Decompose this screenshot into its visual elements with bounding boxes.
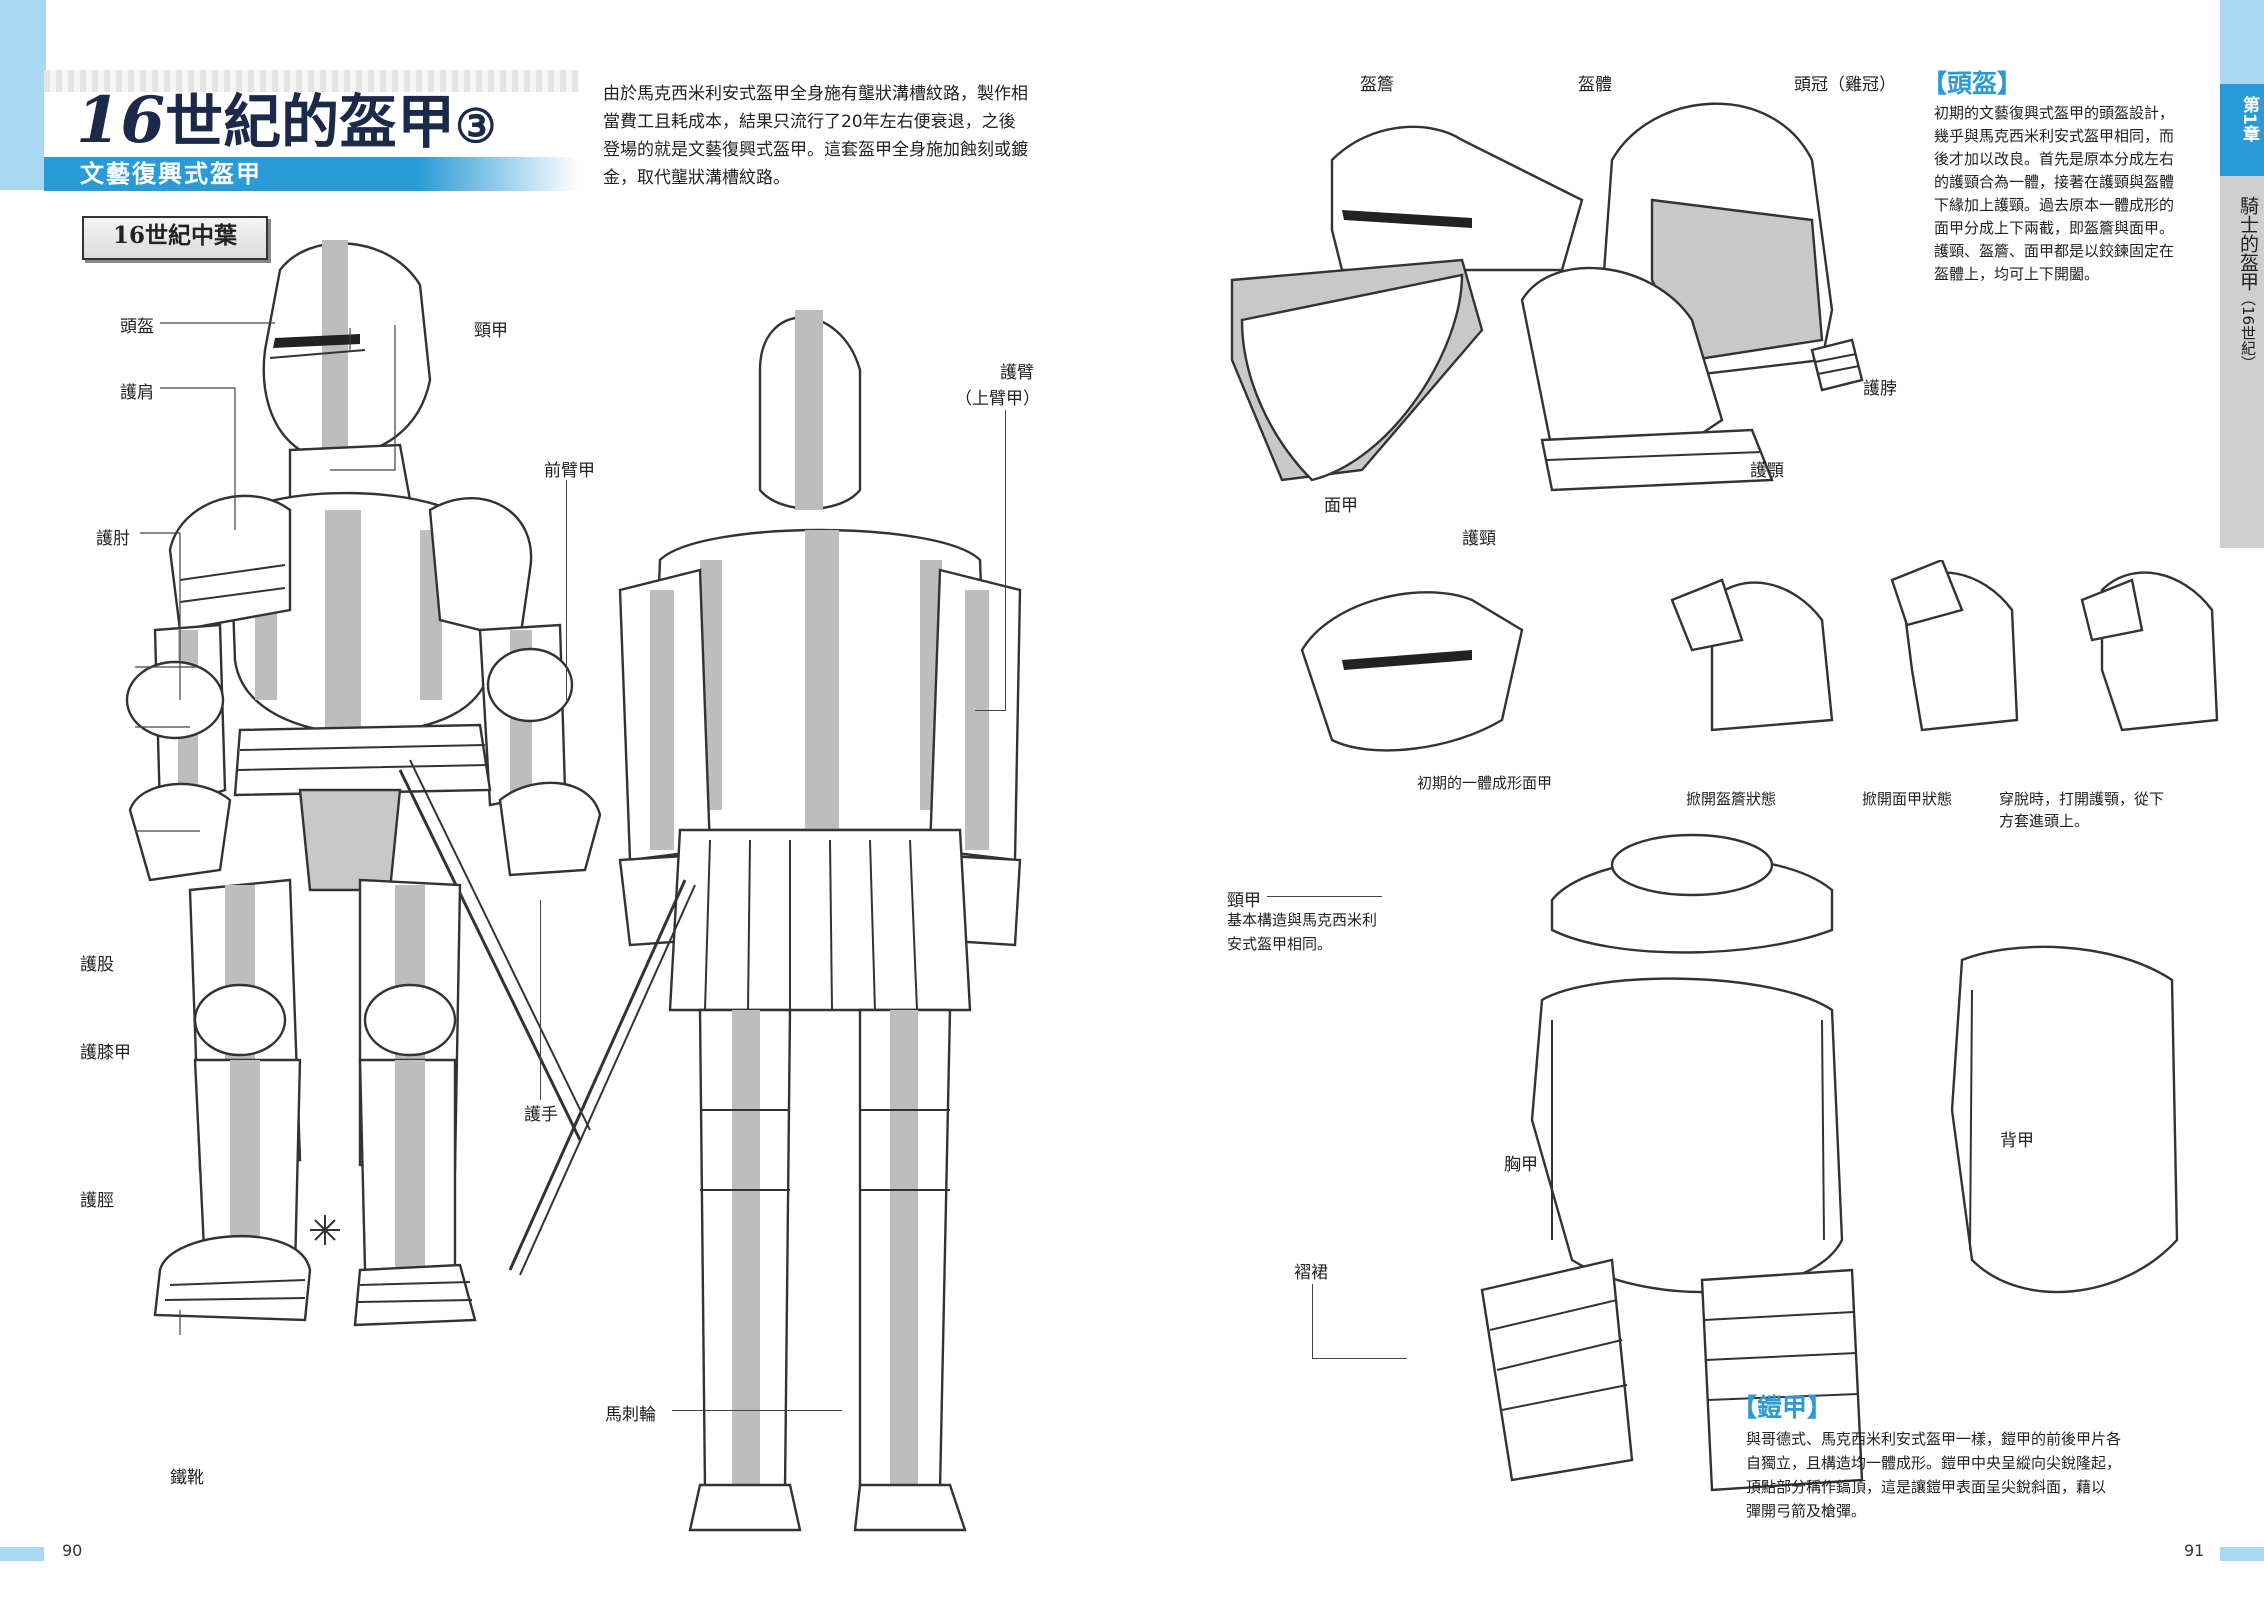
tasset-leader-v	[1312, 1284, 1313, 1358]
armor-illustration	[60, 230, 1070, 1550]
gorget-text: 基本構造與馬克西米利 安式盔甲相同。	[1227, 908, 1377, 956]
chapter-tab-top-strip	[2220, 0, 2264, 84]
left-margin-strip	[0, 0, 44, 190]
label-rerebrace-2: （上臂甲）	[955, 384, 1040, 409]
label-gauntlet: 護手	[524, 1100, 558, 1125]
label-pauldron: 護肩	[120, 378, 154, 403]
right-page: 盔簷 盔體 頭冠（雞冠） 護脖 面甲 護顎 護頸 【頭盔】 初期的文藝復興式盔甲…	[1132, 0, 2264, 1601]
left-footer-bar	[0, 1547, 44, 1561]
leader-spur	[672, 1410, 842, 1411]
right-footer-bar	[2220, 1547, 2264, 1561]
title-text: 世紀的盔甲	[165, 88, 455, 156]
label-greave: 護脛	[80, 1186, 114, 1211]
leader-rerebrace	[1005, 410, 1006, 710]
label-chin: 護顎	[1750, 456, 1784, 481]
helmet-parts-illustration	[1132, 60, 1932, 600]
title-number: 16	[76, 83, 165, 158]
gorget-leader	[1267, 896, 1382, 897]
chapter-tab-title-text: 騎士的盔甲	[2237, 196, 2259, 291]
helmet-text-line: 護頸、盔簷、面甲都是以鉸鍊固定在	[1934, 240, 2204, 263]
front-knight	[127, 240, 600, 1325]
label-backplate: 背甲	[2000, 1126, 2034, 1151]
label-skull: 盔體	[1578, 70, 1612, 95]
label-cuisse: 護股	[80, 950, 114, 975]
label-spur: 馬刺輪	[605, 1400, 656, 1425]
page-title: 16世紀的盔甲③	[76, 86, 496, 161]
label-vambrace: 前臂甲	[544, 456, 595, 481]
label-tasset: 褶裙	[1294, 1258, 1328, 1283]
helmet-text-line: 盔體上，均可上下開闔。	[1934, 263, 2204, 286]
chapter-tab-number: 第1章	[2224, 96, 2260, 142]
label-breastplate: 胸甲	[1504, 1150, 1538, 1175]
helmet-text-line: 後才加以改良。首先是原本分成左右	[1934, 148, 2204, 171]
helmet-text-line: 下緣加上護頸。過去原本一體成形的	[1934, 194, 2204, 217]
right-page-number: 91	[2184, 1541, 2204, 1560]
intro-paragraph: 由於馬克西米利安式盔甲全身施有壟狀溝槽紋路，製作相 當費工且耗成本，結果只流行了…	[603, 80, 1043, 192]
back-knight	[510, 310, 1020, 1530]
intro-line: 當費工且耗成本，結果只流行了20年左右便衰退，之後	[603, 108, 1043, 136]
label-neck: 頸甲	[474, 316, 508, 341]
chapter-tab-subtitle: （16世紀）	[2239, 291, 2257, 370]
caption-early-visor: 初期的一體成形面甲	[1417, 772, 1552, 793]
tasset-leader-h	[1312, 1358, 1407, 1359]
caption-bevor-open: 掀開面甲狀態	[1862, 788, 1952, 809]
cuirass-text-line: 頂點部分稱作鎬頂，這是讓鎧甲表面呈尖銳斜面，藉以	[1746, 1475, 2166, 1499]
cuirass-text-line: 彈開弓箭及槍彈。	[1746, 1499, 2166, 1523]
page-subtitle: 文藝復興式盔甲	[80, 159, 262, 189]
cuirass-text-line: 與哥德式、馬克西米利安式盔甲一樣，鎧甲的前後甲片各	[1746, 1427, 2166, 1451]
title-circle-number: ③	[455, 99, 496, 153]
intro-line: 金，取代壟狀溝槽紋路。	[603, 164, 1043, 192]
leader-gauntlet	[540, 900, 541, 1100]
helmet-text: 初期的文藝復興式盔甲的頭盔設計， 幾乎與馬克西米利安式盔甲相同，而 後才加以改良…	[1934, 102, 2204, 286]
label-couter: 護肘	[96, 524, 130, 549]
intro-line: 登場的就是文藝復興式盔甲。這套盔甲全身施加蝕刻或鍍	[603, 136, 1043, 164]
helmet-text-line: 初期的文藝復興式盔甲的頭盔設計，	[1934, 102, 2204, 125]
cuirass-heading: 【鎧甲】	[1732, 1388, 1832, 1424]
intro-line: 由於馬克西米利安式盔甲全身施有壟狀溝槽紋路，製作相	[603, 80, 1043, 108]
label-visor: 盔簷	[1360, 70, 1394, 95]
leader-vambrace	[566, 480, 567, 700]
helmet-text-line: 面甲分成上下兩截，即盔簷與面甲。	[1934, 217, 2204, 240]
cuirass-text-line: 自獨立，且構造均一體成形。鎧甲中央呈縱向尖銳隆起，	[1746, 1451, 2166, 1475]
left-page: 16世紀的盔甲③ 文藝復興式盔甲 由於馬克西米利安式盔甲全身施有壟狀溝槽紋路，製…	[0, 0, 1132, 1601]
helmet-text-line: 的護頸合為一體，接著在護頸與盔體	[1934, 171, 2204, 194]
caption-don-1: 穿脫時，打開護顎，從下	[1999, 788, 2164, 809]
cuirass-text: 與哥德式、馬克西米利安式盔甲一樣，鎧甲的前後甲片各 自獨立，且構造均一體成形。鎧…	[1746, 1427, 2166, 1523]
label-sabaton: 鐵靴	[170, 1463, 204, 1488]
gorget-text-line: 安式盔甲相同。	[1227, 932, 1377, 956]
label-helmet: 頭盔	[120, 312, 154, 337]
helmet-heading: 【頭盔】	[1922, 64, 2022, 100]
gorget-text-line: 基本構造與馬克西米利	[1227, 908, 1377, 932]
label-neck-guard: 護脖	[1863, 374, 1897, 399]
left-margin-line	[44, 0, 46, 70]
left-page-number: 90	[62, 1541, 82, 1560]
helmet-states-illustration	[1272, 560, 2264, 770]
label-poleyn: 護膝甲	[80, 1038, 131, 1063]
label-rerebrace-1: 護臂	[1000, 358, 1034, 383]
chapter-tab-title: 騎士的盔甲（16世紀）	[2224, 196, 2260, 370]
label-bevor: 面甲	[1324, 491, 1358, 516]
helmet-text-line: 幾乎與馬克西米利安式盔甲相同，而	[1934, 125, 2204, 148]
leader-rerebrace-h	[975, 710, 1006, 711]
label-comb: 頭冠（雞冠）	[1794, 70, 1896, 95]
label-gorget-low: 護頸	[1462, 524, 1496, 549]
caption-visor-open: 掀開盔簷狀態	[1686, 788, 1776, 809]
